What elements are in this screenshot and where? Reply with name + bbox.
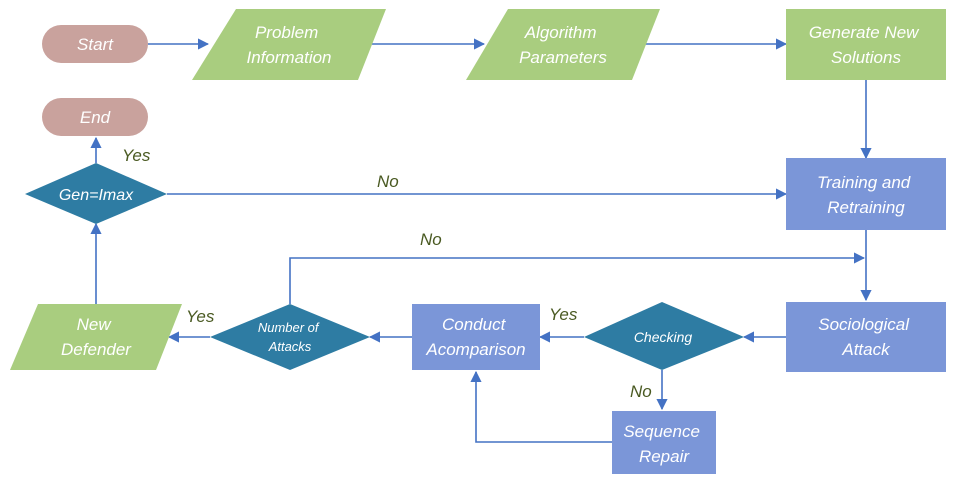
- svg-text:Conduct Acomparison: Conduct Acomparison: [425, 315, 525, 359]
- conduct-acomparison-line-1: Conduct: [442, 315, 507, 334]
- checking-decision: Checking: [584, 302, 744, 370]
- training-and-retraining-line-1: Training and: [817, 173, 911, 192]
- conduct-acomparison-line-2: Acomparison: [425, 340, 525, 359]
- start-label: Start: [77, 35, 114, 54]
- end-label: End: [80, 108, 111, 127]
- training-and-retraining-node: Training and Retraining: [786, 158, 946, 230]
- end-terminal: End: [42, 98, 148, 136]
- conduct-acomparison-node: Conduct Acomparison: [412, 304, 540, 370]
- gen-imax-label: Gen=Imax: [59, 187, 134, 204]
- number-of-attacks-decision: Number of Attacks: [210, 304, 370, 370]
- generate-new-solutions-node: Generate New Solutions: [786, 9, 946, 80]
- svg-text:Generate New Solutions: Generate New Solutions: [809, 23, 923, 67]
- checking-label: Checking: [634, 329, 693, 345]
- sequence-repair-line-1: Sequence: [623, 422, 700, 441]
- edge-label-attacks-yes: Yes: [186, 307, 215, 326]
- svg-text:Sociological Attack: Sociological Attack: [818, 315, 913, 359]
- svg-text:New Defender: New Defender: [61, 315, 132, 359]
- edge-label-checking-yes: Yes: [549, 305, 578, 324]
- number-of-attacks-line-2: Attacks: [268, 339, 312, 354]
- new-defender-node: New Defender: [10, 304, 182, 370]
- svg-text:Gen=Imax: Gen=Imax: [59, 187, 134, 204]
- sociological-attack-line-1: Sociological: [818, 315, 910, 334]
- edge-label-gen-no: No: [377, 172, 399, 191]
- svg-text:Sequence Repair: Sequence Repair: [623, 422, 704, 466]
- algorithm-parameters-line-1: Algorithm: [524, 23, 597, 42]
- svg-text:Number of Attacks: Number of Attacks: [258, 320, 322, 354]
- edge-labels: Yes No No Yes Yes No: [122, 146, 652, 401]
- new-defender-line-2: Defender: [61, 340, 132, 359]
- svg-text:Training and Retraining: Training and Retraining: [817, 173, 915, 217]
- generate-new-solutions-line-2: Solutions: [831, 48, 901, 67]
- edge-label-gen-yes: Yes: [122, 146, 151, 165]
- algorithm-parameters-node: Algorithm Parameters: [466, 9, 660, 80]
- edge-attacks-loop-to-sociological: [289, 252, 866, 304]
- problem-information-line-2: Information: [246, 48, 331, 67]
- edge-repair-to-conduct: [470, 370, 612, 443]
- edge-label-checking-no: No: [630, 382, 652, 401]
- svg-text:Checking: Checking: [634, 329, 693, 345]
- sociological-attack-node: Sociological Attack: [786, 302, 946, 372]
- sequence-repair-node: Sequence Repair: [612, 411, 716, 474]
- problem-information-line-1: Problem: [255, 23, 318, 42]
- algorithm-parameters-line-2: Parameters: [519, 48, 607, 67]
- gen-imax-decision: Gen=Imax: [25, 163, 167, 224]
- generate-new-solutions-line-1: Generate New: [809, 23, 920, 42]
- sequence-repair-line-2: Repair: [639, 447, 690, 466]
- edge-label-attacks-no: No: [420, 230, 442, 249]
- svg-text:End: End: [80, 108, 111, 127]
- svg-text:Algorithm Parameters: Algorithm Parameters: [519, 23, 607, 67]
- number-of-attacks-line-1: Number of: [258, 320, 320, 335]
- svg-text:Problem Information: Problem Information: [246, 23, 331, 67]
- edges: [90, 38, 872, 443]
- sociological-attack-line-2: Attack: [841, 340, 891, 359]
- start-terminal: Start: [42, 25, 148, 63]
- svg-text:Start: Start: [77, 35, 114, 54]
- new-defender-line-1: New: [77, 315, 113, 334]
- problem-information-node: Problem Information: [192, 9, 386, 80]
- training-and-retraining-line-2: Retraining: [827, 198, 905, 217]
